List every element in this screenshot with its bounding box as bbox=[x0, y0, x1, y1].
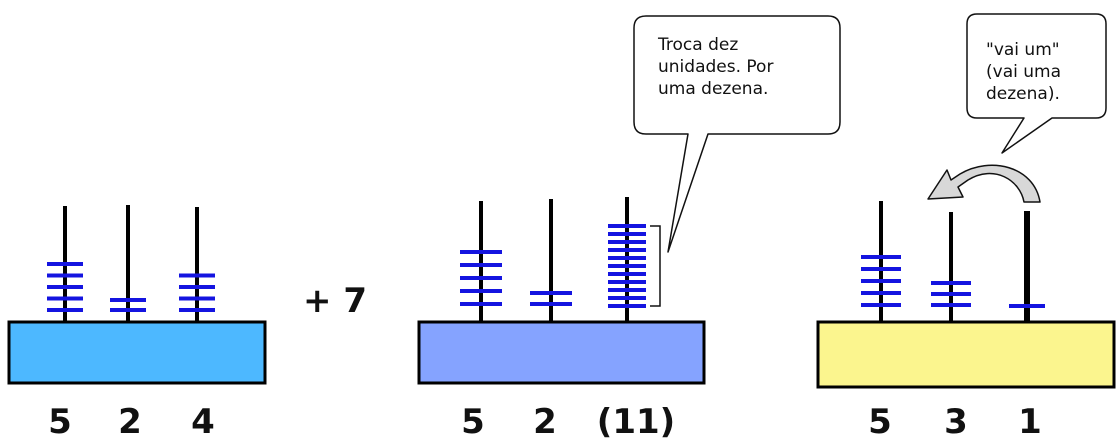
abacus-2 bbox=[417, 197, 706, 385]
bead bbox=[608, 256, 646, 260]
bead bbox=[861, 255, 901, 259]
abacus-1-beads-tens bbox=[110, 298, 146, 312]
abacus-2-label-tens: 2 bbox=[533, 402, 557, 442]
bead bbox=[608, 296, 646, 300]
carry-arrow-icon bbox=[927, 164, 1041, 203]
bead bbox=[608, 248, 646, 252]
carry-callout-bubble bbox=[966, 13, 1107, 154]
bead bbox=[179, 296, 215, 301]
abacus-1-base bbox=[7, 320, 267, 385]
abacus-3-label-tens: 3 bbox=[944, 402, 968, 442]
bead bbox=[110, 308, 146, 312]
bead bbox=[530, 291, 572, 295]
carry-callout-text: "vai um" (vai uma dezena). bbox=[986, 40, 1061, 104]
bead bbox=[47, 308, 83, 312]
bead bbox=[179, 308, 215, 312]
abacus-3 bbox=[816, 201, 1116, 389]
bead bbox=[1009, 304, 1045, 308]
bead bbox=[861, 279, 901, 283]
bead bbox=[460, 250, 502, 254]
operation-label: + 7 bbox=[303, 281, 367, 321]
bead bbox=[179, 285, 215, 289]
bead bbox=[931, 281, 971, 285]
abacus-3-label-hundreds: 5 bbox=[868, 402, 892, 442]
bead bbox=[861, 303, 901, 307]
abacus-3-beads-hundreds bbox=[861, 255, 901, 307]
abacus-1-label-units: 4 bbox=[191, 402, 215, 442]
bead bbox=[460, 263, 502, 267]
bead bbox=[460, 289, 502, 293]
bead bbox=[47, 273, 83, 278]
bead bbox=[861, 291, 901, 295]
abacus-2-label-units: (11) bbox=[596, 402, 676, 442]
abacus-1-beads-units bbox=[179, 273, 215, 312]
bead bbox=[47, 285, 83, 289]
bead bbox=[931, 292, 971, 296]
abacus-2-label-hundreds: 5 bbox=[461, 402, 485, 442]
bead bbox=[608, 304, 646, 308]
unit-group-brace bbox=[650, 225, 661, 307]
abacus-1-beads-hundreds bbox=[47, 262, 83, 312]
bead bbox=[608, 232, 646, 236]
abacus-1-label-tens: 2 bbox=[118, 402, 142, 442]
bead bbox=[110, 298, 146, 302]
bead bbox=[608, 240, 646, 244]
bead bbox=[460, 302, 502, 306]
bead bbox=[608, 288, 646, 292]
bead bbox=[530, 302, 572, 306]
bead bbox=[608, 264, 646, 268]
abacus-2-beads-tens bbox=[530, 291, 572, 306]
bead bbox=[179, 273, 215, 278]
abacus-3-beads-tens bbox=[931, 281, 971, 307]
abacus-3-beads-units bbox=[1009, 304, 1045, 308]
abacus-2-beads-units bbox=[608, 224, 646, 308]
abacus-1 bbox=[7, 205, 267, 385]
bead bbox=[931, 303, 971, 307]
abacus-2-base bbox=[417, 320, 706, 385]
bead bbox=[608, 280, 646, 284]
bead bbox=[861, 267, 901, 271]
abacus-1-label-hundreds: 5 bbox=[48, 402, 72, 442]
bead bbox=[47, 262, 83, 266]
bead bbox=[47, 296, 83, 301]
exchange-callout-bubble bbox=[633, 15, 841, 253]
exchange-callout-text: Troca dez unidades. Por uma dezena. bbox=[658, 35, 774, 99]
bead bbox=[460, 276, 502, 280]
abacus-3-base bbox=[816, 320, 1116, 389]
bead bbox=[608, 224, 646, 228]
abacus-3-label-units: 1 bbox=[1018, 402, 1042, 442]
bead bbox=[608, 272, 646, 276]
abacus-2-beads-hundreds bbox=[460, 250, 502, 306]
